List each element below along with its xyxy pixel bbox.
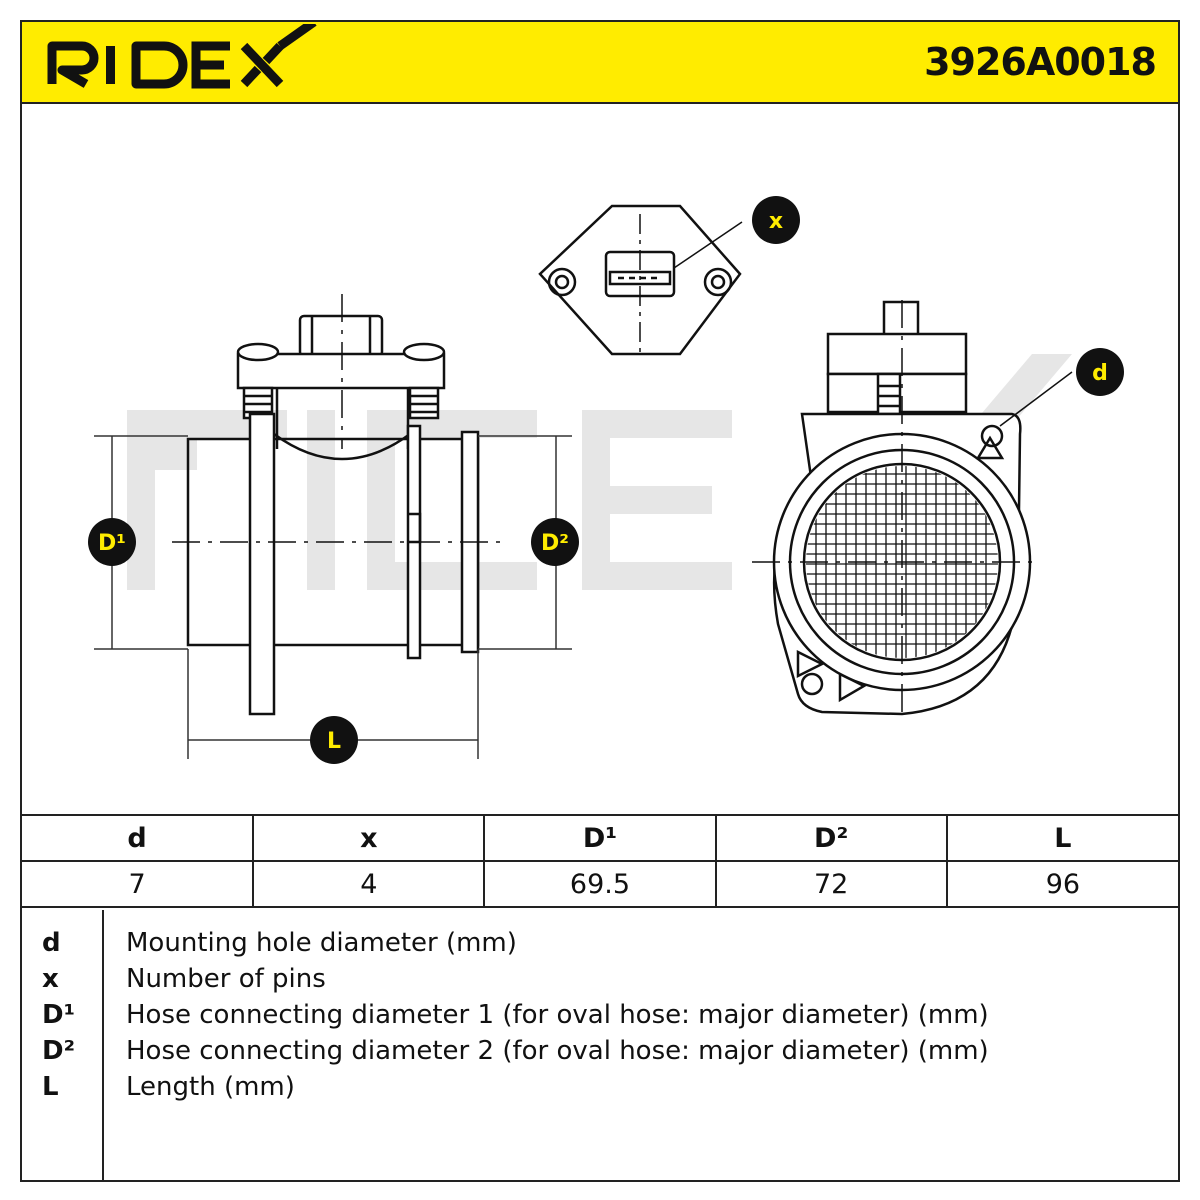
legend-key: L: [42, 1072, 59, 1102]
legend-text: Mounting hole diameter (mm): [126, 928, 517, 958]
table-row: 7 4 69.5 72 96: [22, 860, 1178, 908]
value-d1: 69.5: [483, 860, 717, 908]
label-x: x: [752, 196, 800, 244]
legend-item: L Length (mm): [22, 1072, 1178, 1108]
legend-text: Hose connecting diameter 1 (for oval hos…: [126, 1000, 989, 1030]
legend-item: D² Hose connecting diameter 2 (for oval …: [22, 1036, 1178, 1072]
legend-item: D¹ Hose connecting diameter 1 (for oval …: [22, 1000, 1178, 1036]
value-x: 4: [252, 860, 486, 908]
legend-key: d: [42, 928, 61, 958]
header-l: L: [945, 814, 1178, 862]
svg-text:d: d: [1092, 361, 1108, 386]
legend-item: d Mounting hole diameter (mm): [22, 928, 1178, 964]
header-d1: D¹: [483, 814, 717, 862]
label-l: L: [310, 716, 358, 764]
ridex-logo: [44, 18, 324, 104]
svg-text:x: x: [769, 209, 783, 234]
svg-text:D¹: D¹: [98, 531, 126, 556]
legend: d Mounting hole diameter (mm) x Number o…: [22, 910, 1178, 1180]
legend-key: D²: [42, 1036, 75, 1066]
value-d2: 72: [714, 860, 948, 908]
header-bar: 3926A0018: [22, 18, 1178, 104]
header-x: x: [252, 814, 486, 862]
technical-drawing: D¹ D² L: [22, 104, 1178, 814]
value-l: 96: [945, 860, 1178, 908]
legend-divider: [102, 910, 104, 1180]
table-header-row: d x D¹ D² L: [22, 814, 1178, 862]
legend-item: x Number of pins: [22, 964, 1178, 1000]
legend-key: x: [42, 964, 59, 994]
header-d2: D²: [714, 814, 948, 862]
svg-text:D²: D²: [541, 531, 569, 556]
legend-text: Hose connecting diameter 2 (for oval hos…: [126, 1036, 989, 1066]
svg-text:L: L: [327, 729, 341, 754]
leader-x: [673, 221, 743, 269]
label-d: d: [1076, 348, 1124, 396]
leader-d: [999, 371, 1073, 427]
connector-top-view: [538, 204, 742, 356]
label-d2: D²: [531, 518, 579, 566]
legend-text: Number of pins: [126, 964, 326, 994]
dimensions-table: d x D¹ D² L 7 4 69.5 72 96: [22, 814, 1178, 908]
sensor-side-view: [172, 294, 500, 716]
part-number: 3926A0018: [924, 40, 1157, 84]
product-sheet: 3926A0018: [20, 18, 1180, 1182]
value-d: 7: [22, 860, 255, 908]
legend-text: Length (mm): [126, 1072, 295, 1102]
header-d: d: [22, 814, 255, 862]
legend-key: D¹: [42, 1000, 75, 1030]
label-d1: D¹: [88, 518, 136, 566]
